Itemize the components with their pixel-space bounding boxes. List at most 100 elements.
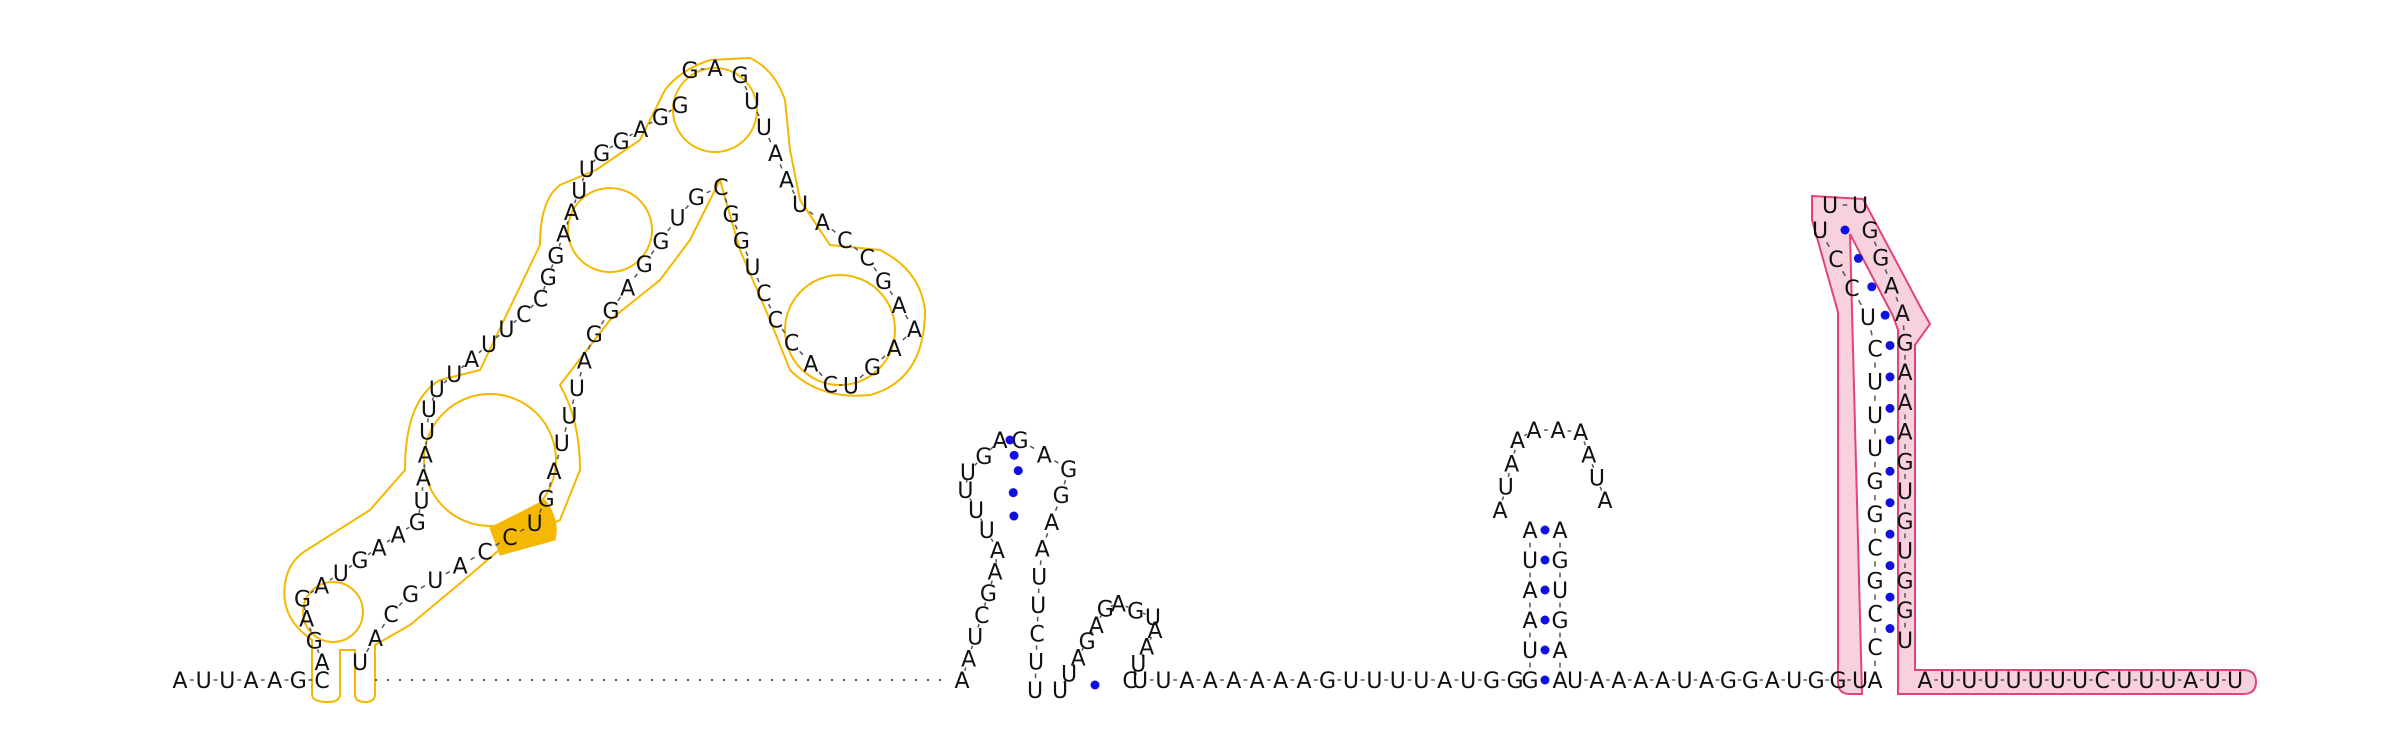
nucleotide-three-prime-tail-8: C <box>2094 669 2109 694</box>
nucleotide-hairpin2-loop-10: U <box>1027 679 1043 704</box>
nucleotide-long-hairpin-3-5: A <box>1897 361 1912 386</box>
nucleotide-linker2-1: A <box>1589 669 1604 694</box>
nucleotide-domain1-right-stem-25: U <box>669 206 685 231</box>
nucleotide-hairpin2-loop-5: A <box>1035 538 1050 563</box>
nucleotide-long-hairpin-3-14: U <box>1897 629 1913 654</box>
nucleotide-long-hairpin-3-0: G <box>1861 219 1878 244</box>
nucleotide-hairpin4-stem5-4: U <box>1522 549 1538 574</box>
nucleotide-domain1-left-stem-28: G <box>593 142 610 167</box>
nucleotide-linker-13: A <box>1437 669 1452 694</box>
nucleotide-domain1-left-stem-31: G <box>652 106 669 131</box>
nucleotide-linker-7: A <box>1297 669 1312 694</box>
nucleotide-domain1-right-stem-26: G <box>652 230 669 255</box>
nucleotide-three-prime-tail-2: U <box>1961 669 1977 694</box>
nucleotide-hairpin4-stem3-0: A <box>1552 519 1567 544</box>
nucleotide-domain1-right-stem-35: A <box>547 460 562 485</box>
nucleotide-domain1-left-stem-8: A <box>391 524 406 549</box>
nucleotide-long-hairpin-loop-1: U <box>1852 194 1868 219</box>
nucleotide-domain1-right-stem-6: A <box>815 211 830 236</box>
nucleotide-domain1-right-stem-44: A <box>368 627 383 652</box>
nucleotide-hairpin4-stem5-5: A <box>1522 519 1537 544</box>
nucleotide-five-prime-tail-0: A <box>172 669 187 694</box>
nucleotide-linker-14: U <box>1460 669 1476 694</box>
nucleotide-five-prime-tail-4: A <box>267 669 282 694</box>
nucleotide-long-hairpin-3-6: A <box>1897 391 1912 416</box>
nucleotide-domain1-left-stem-1: G <box>306 629 323 654</box>
base-pair-dot <box>1014 466 1023 475</box>
nucleotide-domain1-right-stem-41: U <box>427 569 443 594</box>
nucleotide-long-hairpin-5-6: G <box>1866 470 1883 495</box>
nucleotide-domain1-right-stem-20: U <box>744 256 760 281</box>
nucleotide-domain1-right-stem-2: U <box>756 116 772 141</box>
nucleotide-domain1-right-stem-36: G <box>538 487 555 512</box>
base-pair-dot <box>1541 676 1550 685</box>
nucleotide-domain1-right-stem-5: U <box>792 193 808 218</box>
nucleotide-hairpin2-loop-6: U <box>1031 566 1047 591</box>
nucleotide-three-prime-tail-7: U <box>2072 669 2088 694</box>
nucleotide-domain1-left-stem-24: A <box>556 223 571 248</box>
nucleotide-long-hairpin-3-4: G <box>1896 331 1913 356</box>
nucleotide-hairpin4-loop-8: U <box>1589 466 1605 491</box>
base-pair-dot <box>1541 616 1550 625</box>
nucleotide-linker-12: U <box>1413 669 1429 694</box>
nucleotide-domain1-right-stem-12: A <box>887 337 902 362</box>
nucleotide-domain1-left-stem-7: A <box>371 536 386 561</box>
nucleotide-domain1-right-stem-45: U <box>352 651 368 676</box>
nucleotide-long-hairpin-3-3: A <box>1895 302 1910 327</box>
nucleotide-hairpin2-left-10: U <box>960 461 976 486</box>
nucleotide-hairpin3-7: G <box>1127 599 1144 624</box>
nucleotide-long-hairpin-5-0: A <box>1867 669 1882 694</box>
nucleotide-linker-0: U <box>1132 669 1148 694</box>
base-pair-dot <box>1010 451 1019 460</box>
base-pair-dot <box>1841 226 1850 235</box>
nucleotide-linker2-7: G <box>1720 669 1737 694</box>
nucleotide-hairpin4-loop-1: U <box>1498 476 1514 501</box>
nucleotide-three-prime-tail-10: U <box>2138 669 2154 694</box>
nucleotide-domain1-right-stem-33: U <box>561 405 577 430</box>
base-pair-dot <box>1006 436 1015 445</box>
base-pair-dot <box>1091 681 1100 690</box>
nucleotide-linker2-10: U <box>1786 669 1802 694</box>
nucleotide-long-hairpin-5-8: U <box>1867 404 1883 429</box>
nucleotide-domain1-left-stem-4: A <box>314 575 329 600</box>
nucleotide-domain1-right-stem-7: C <box>837 229 852 254</box>
nucleotide-domain1-right-stem-17: C <box>784 331 799 356</box>
nucleotide-domain1-left-stem-9: G <box>409 511 426 536</box>
nucleotide-hairpin2-left-1: A <box>961 647 976 672</box>
nucleotide-long-hairpin-3-7: A <box>1897 421 1912 446</box>
nucleotide-domain1-left-stem-30: A <box>633 118 648 143</box>
nucleotide-linker2-5: U <box>1677 669 1693 694</box>
nucleotide-domain1-right-stem-39: C <box>477 540 492 565</box>
nucleotide-domain1-left-stem-20: C <box>516 303 531 328</box>
nucleotide-long-hairpin-5-2: C <box>1867 603 1882 628</box>
base-pair-dot <box>1886 530 1895 539</box>
nucleotide-domain1-right-stem-8: C <box>859 247 874 272</box>
nucleotide-linker2-8: G <box>1742 669 1759 694</box>
nucleotide-domain1-left-stem-6: G <box>351 549 368 574</box>
nucleotide-domain1-right-stem-22: G <box>723 203 740 228</box>
nucleotide-domain1-right-stem-24: G <box>688 186 705 211</box>
nucleotide-hairpin4-stem5-0: G <box>1521 669 1538 694</box>
nucleotide-domain1-right-stem-38: C <box>502 526 517 551</box>
nucleotide-domain1-right-stem-21: G <box>733 230 750 255</box>
nucleotide-domain1-right-stem-19: C <box>756 282 771 307</box>
nucleotide-domain1-right-stem-14: U <box>843 375 859 400</box>
nucleotide-five-prime-tail-3: A <box>243 669 258 694</box>
nucleotide-linker2-3: A <box>1633 669 1648 694</box>
nucleotide-linker2-9: A <box>1765 669 1780 694</box>
nucleotide-long-hairpin-5-10: C <box>1867 337 1882 362</box>
nucleotide-long-hairpin-5-11: U <box>1860 306 1876 331</box>
nucleotide-long-hairpin-5-12: C <box>1844 277 1859 302</box>
nucleotide-three-prime-tail-14: U <box>2227 669 2243 694</box>
nucleotide-hairpin4-stem5-2: A <box>1522 609 1537 634</box>
nucleotide-long-hairpin-5-1: C <box>1867 636 1882 661</box>
nucleotide-hairpin4-stem3-4: A <box>1552 639 1567 664</box>
nucleotide-domain1-left-stem-11: A <box>416 467 431 492</box>
nucleotide-linker-5: A <box>1250 669 1265 694</box>
nucleotide-hairpin3-6: A <box>1111 592 1126 617</box>
nucleotide-hairpin2-loop-1: A <box>1037 444 1052 469</box>
nucleotide-hairpin4-loop-5: A <box>1550 419 1565 444</box>
base-pair-dot <box>1886 404 1895 413</box>
nucleotide-domain1-left-stem-26: U <box>571 179 587 204</box>
